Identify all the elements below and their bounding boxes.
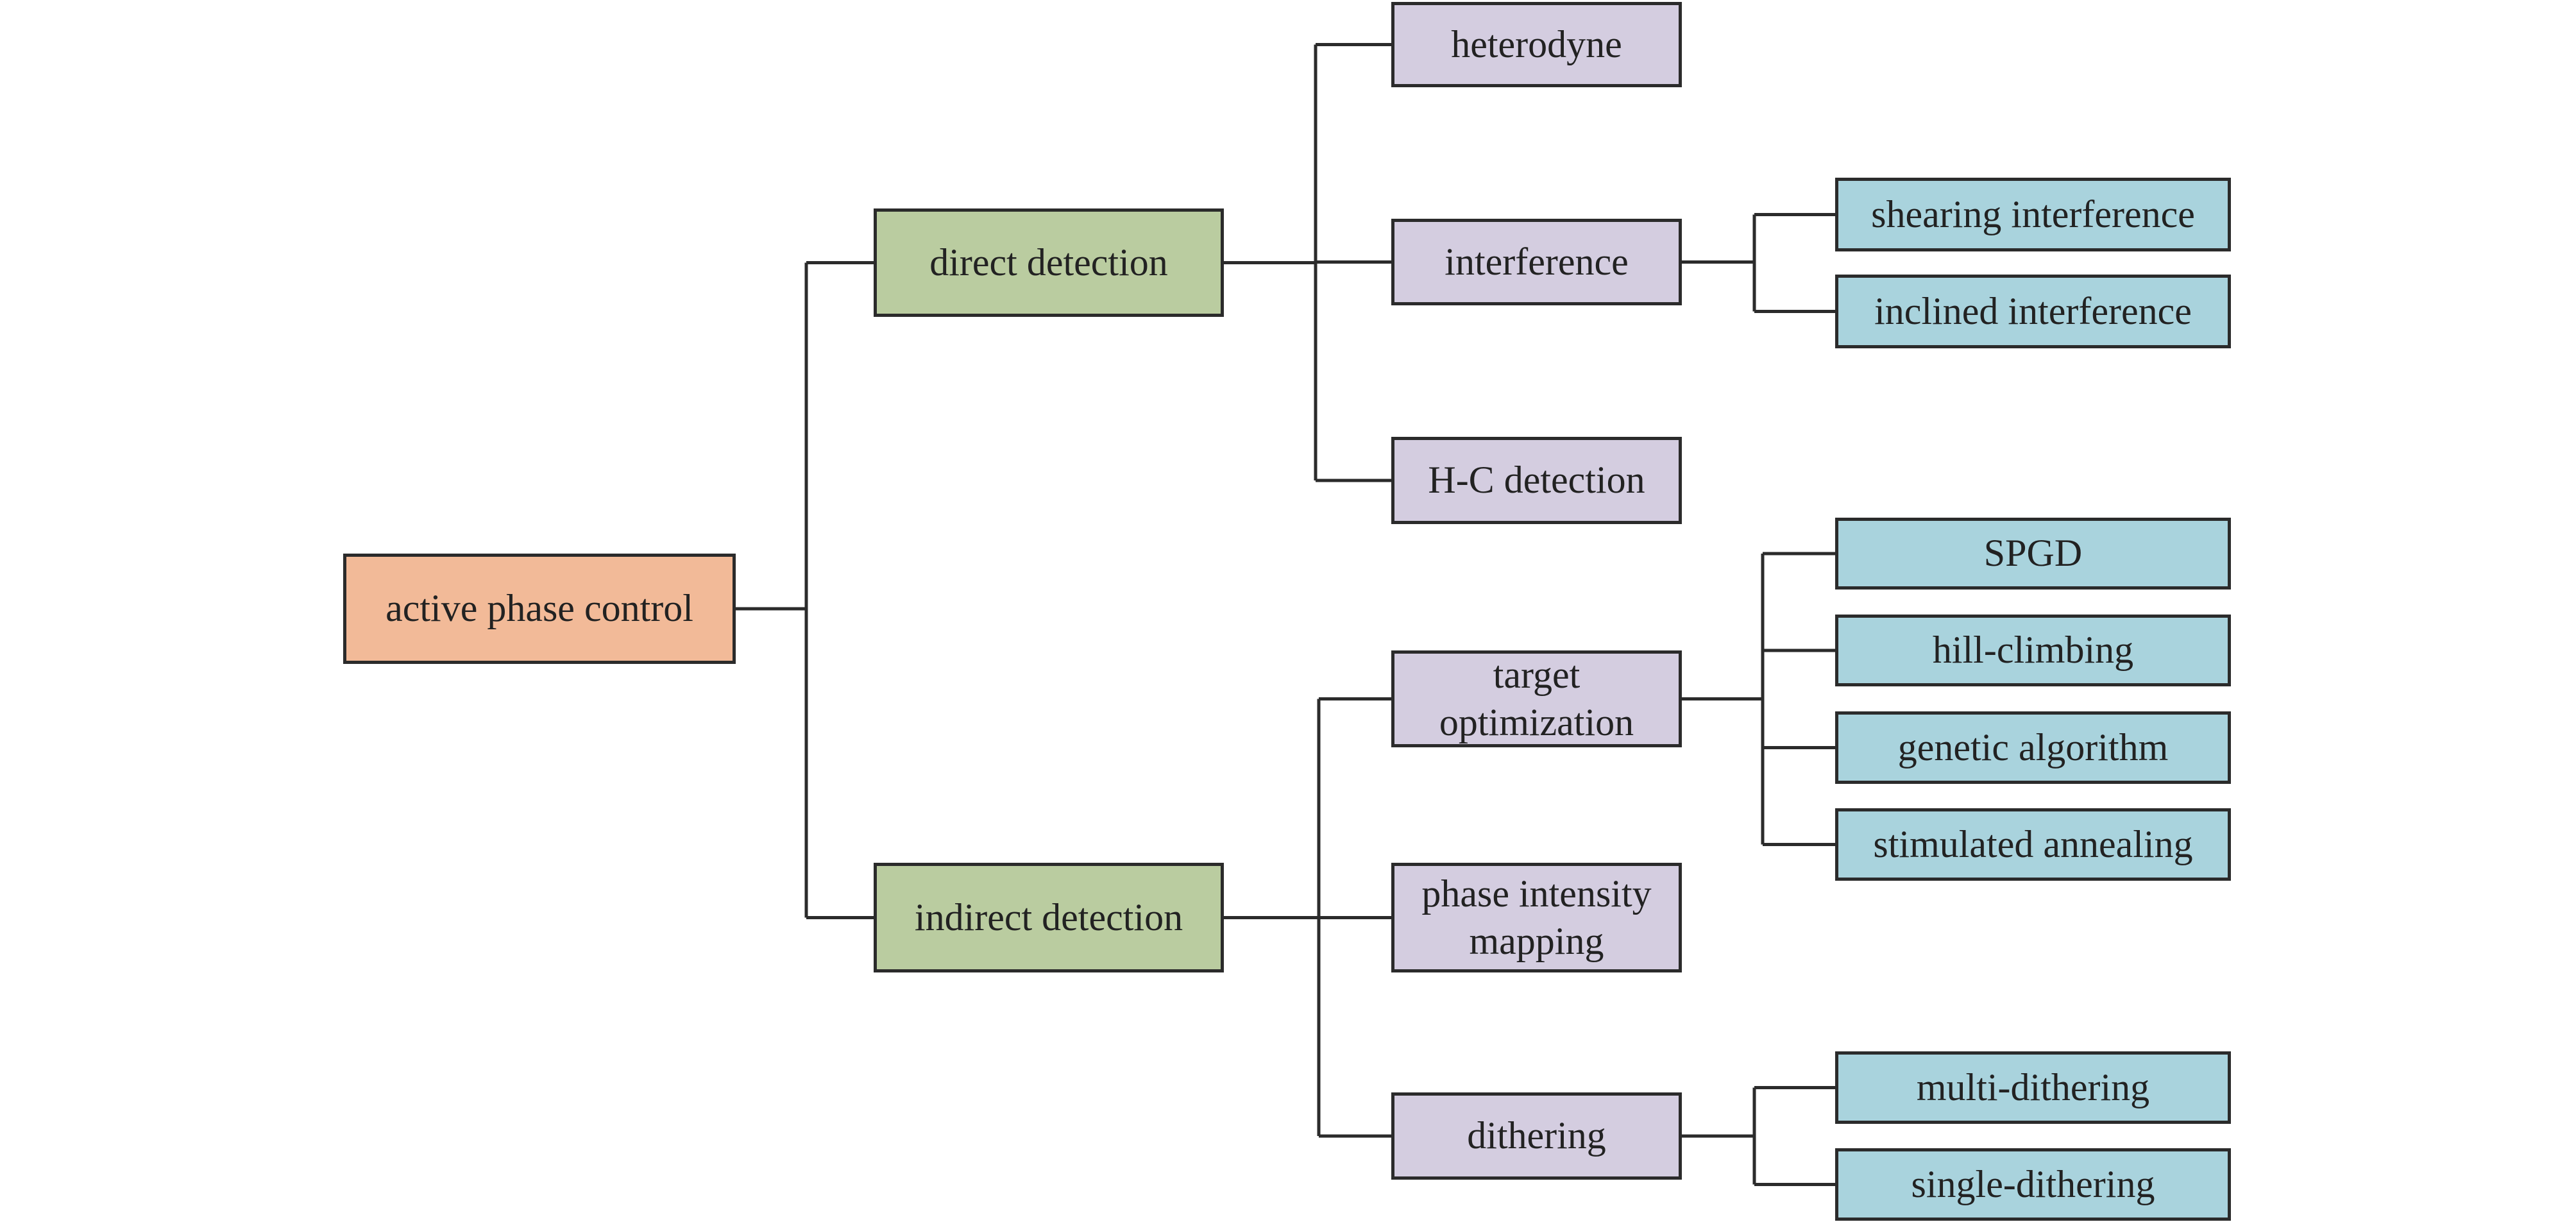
node-shearing-interference: shearing interference	[1835, 178, 2231, 251]
node-active-phase-control: active phase control	[343, 554, 736, 664]
node-dithering: dithering	[1391, 1092, 1682, 1180]
node-phase-intensity-mapping: phase intensity mapping	[1391, 863, 1682, 972]
node-indirect-detection: indirect detection	[874, 863, 1224, 972]
node-single-dithering: single-dithering	[1835, 1148, 2231, 1221]
node-hill-climbing: hill-climbing	[1835, 615, 2231, 686]
node-genetic-algorithm: genetic algorithm	[1835, 711, 2231, 784]
node-direct-detection: direct detection	[874, 208, 1224, 317]
node-multi-dithering: multi-dithering	[1835, 1051, 2231, 1124]
node-heterodyne: heterodyne	[1391, 2, 1682, 87]
node-hc-detection: H-C detection	[1391, 437, 1682, 524]
node-spgd: SPGD	[1835, 518, 2231, 590]
node-stimulated-annealing: stimulated annealing	[1835, 808, 2231, 881]
node-target-optimization: target optimization	[1391, 650, 1682, 747]
node-interference: interference	[1391, 219, 1682, 305]
node-inclined-interference: inclined interference	[1835, 275, 2231, 348]
